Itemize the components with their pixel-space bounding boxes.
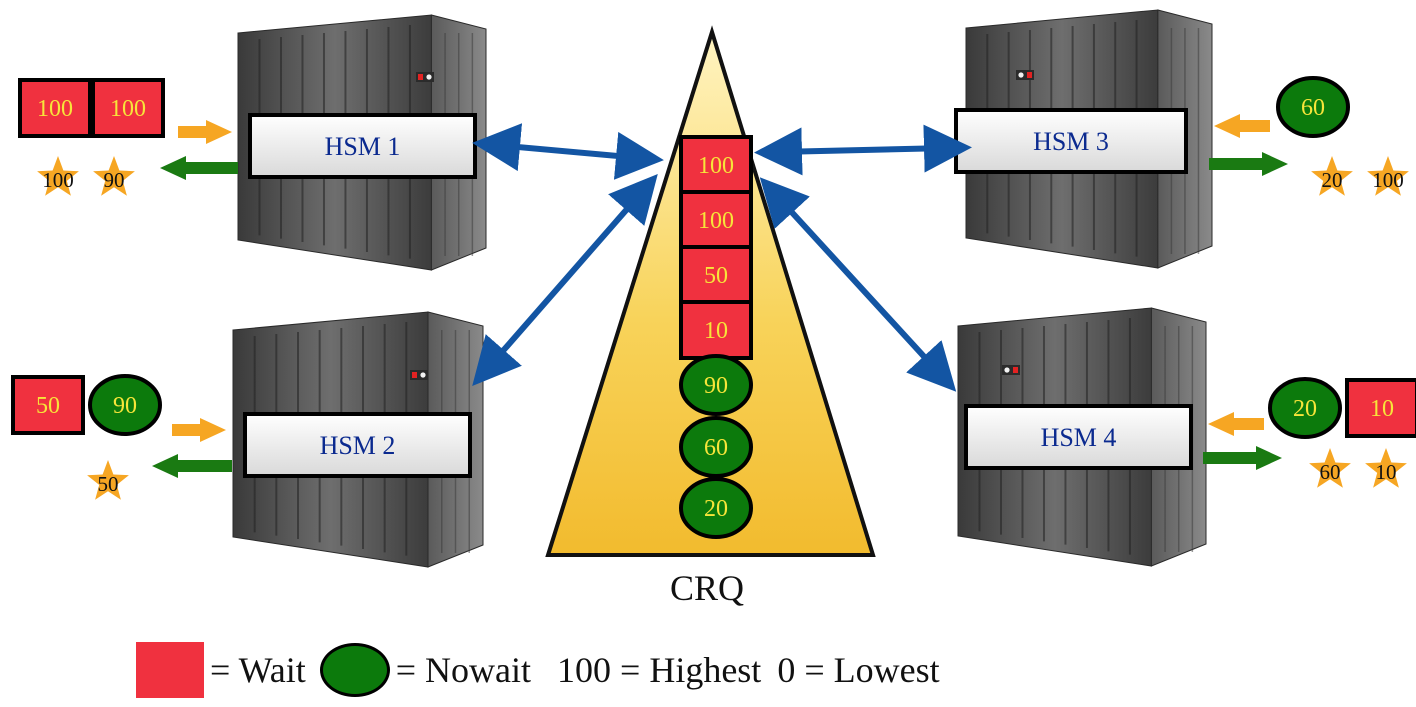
token-value: 100 [698,153,734,179]
incoming-hsm1-wait: 100 [18,78,92,138]
completed-hsm4: 60 [1309,448,1351,488]
star-icon [1311,156,1353,196]
server-hsm3: HSM 3 [954,9,1213,269]
green-circle-icon [1276,76,1350,138]
arrow-in-hsm2-icon [172,418,226,442]
server-label-box [243,412,472,478]
completed-hsm3: 100 [1367,156,1409,196]
legend-highest-text: 100 = Highest [557,650,762,690]
token-value: 90 [113,393,137,419]
arrow-in-hsm3-icon [1214,114,1270,138]
completed-value: 100 [42,168,74,192]
completed-value: 90 [104,168,125,192]
incoming-hsm4-wait: 10 [1345,378,1416,438]
token-value: 100 [110,96,146,122]
server-label: HSM 3 [1033,127,1109,156]
token-value: 20 [1293,396,1317,422]
link-arrow-hsm3 [754,124,972,176]
server-label: HSM 1 [325,132,401,161]
token-value: 50 [704,263,728,289]
token-value: 10 [1370,396,1394,422]
incoming-hsm2-nowait: 90 [88,374,162,436]
legend: = Wait = Nowait 100 = Highest 0 = Lowest [136,640,940,700]
server-label: HSM 4 [1041,423,1117,452]
incoming-hsm3-nowait: 60 [1276,76,1350,138]
legend-nowait-text: = Nowait [395,650,532,690]
server-label: HSM 2 [320,431,396,460]
arrow-out-hsm4-icon [1203,446,1282,470]
red-square-icon [1345,378,1416,438]
incoming-hsm4-nowait: 20 [1268,377,1342,439]
crq-label: CRQ [670,568,744,608]
server-hsm4: HSM 4 [957,307,1207,567]
token-value: 100 [698,208,734,234]
arrow-out-hsm3-icon [1209,152,1288,176]
star-icon [1365,448,1407,488]
server-label-box [964,404,1193,470]
token-value: 100 [37,96,73,122]
token-value: 10 [704,318,728,344]
arrow-out-hsm1-icon [160,156,238,180]
green-circle-icon [679,416,753,478]
arrow-out-hsm2-icon [152,454,232,478]
star-icon [1367,156,1409,196]
green-circle-icon [88,374,162,436]
token-value: 60 [704,435,728,461]
completed-value: 50 [98,472,119,496]
server-hsm1: HSM 1 [237,14,487,271]
star-icon [37,156,79,196]
queue-item-nowait: 90 [679,354,753,416]
token-value: 20 [704,496,728,522]
completed-hsm1: 90 [93,156,135,196]
red-square-icon [679,135,753,195]
legend-lowest-text: 0 = Lowest [777,650,940,690]
red-square-icon [679,300,753,360]
server-label-box [954,108,1188,174]
completed-hsm1: 100 [37,156,79,196]
queue-item-wait: 10 [679,300,753,360]
completed-value: 10 [1376,460,1397,484]
star-icon [87,460,129,500]
completed-value: 60 [1320,460,1341,484]
server-hsm2: HSM 2 [232,311,484,568]
arrow-in-hsm1-icon [178,120,232,144]
queue-item-wait: 100 [679,190,753,250]
token-value: 60 [1301,95,1325,121]
link-arrow-hsm1 [472,123,664,180]
red-square-icon [91,78,165,138]
red-square-icon [11,375,85,435]
legend-wait-square-icon [136,642,204,698]
star-icon [93,156,135,196]
queue-item-wait: 100 [679,135,753,195]
legend-wait-text: = Wait [210,650,306,690]
completed-value: 100 [1372,168,1404,192]
star-icon [1309,448,1351,488]
arrow-in-hsm4-icon [1208,412,1264,436]
green-circle-icon [679,354,753,416]
link-arrow-hsm2 [472,173,658,387]
queue-item-wait: 50 [679,245,753,305]
token-value: 50 [36,393,60,419]
green-circle-icon [679,477,753,539]
completed-hsm4: 10 [1365,448,1407,488]
completed-hsm2: 50 [87,460,129,500]
token-value: 90 [704,373,728,399]
red-square-icon [18,78,92,138]
queue-item-nowait: 20 [679,477,753,539]
link-arrow-hsm4 [759,177,957,392]
completed-value: 20 [1322,168,1343,192]
queue-item-nowait: 60 [679,416,753,478]
completed-hsm3: 20 [1311,156,1353,196]
incoming-hsm1-wait: 100 [91,78,165,138]
server-label-box [248,113,477,179]
legend-nowait-circle-icon [319,643,390,697]
incoming-hsm2-wait: 50 [11,375,85,435]
green-circle-icon [1268,377,1342,439]
